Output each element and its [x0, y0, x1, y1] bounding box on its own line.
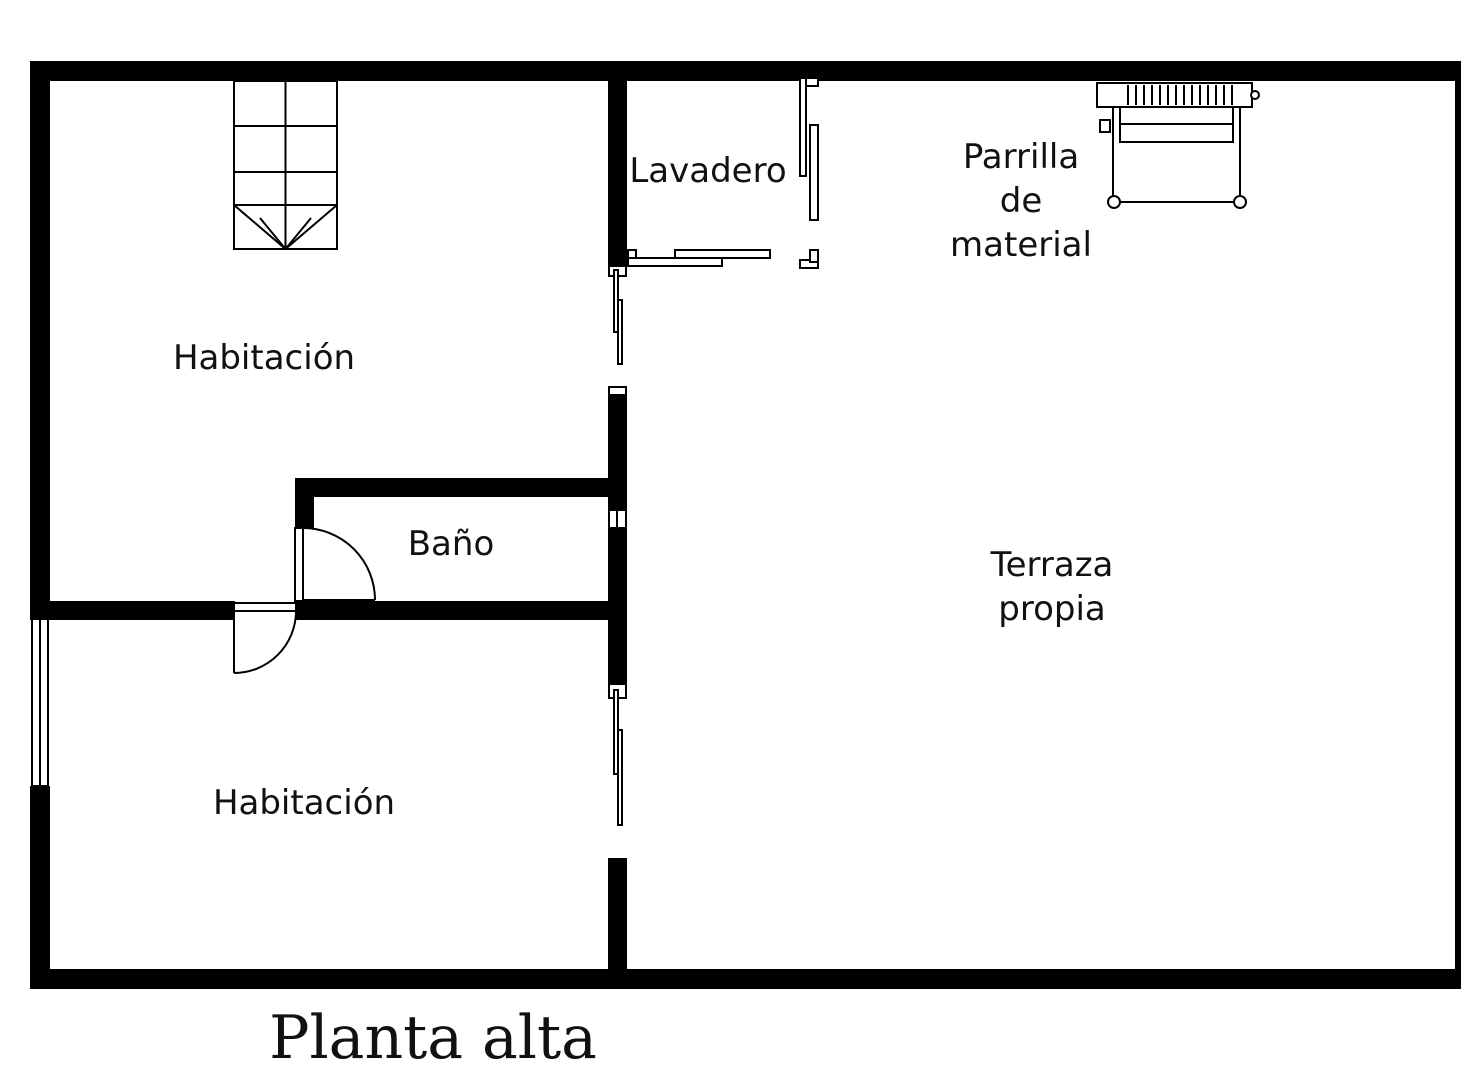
outer-wall-bottom	[30, 969, 1461, 989]
staircase	[233, 80, 338, 250]
bedroom-divider-left	[30, 601, 235, 620]
bedroom-divider-right	[296, 601, 620, 620]
central-wall-bottom	[608, 858, 627, 989]
bathroom-door	[294, 527, 376, 602]
laundry-fixtures	[627, 77, 819, 269]
plan-title: Planta alta	[269, 1003, 597, 1073]
grill-icon	[1096, 82, 1260, 209]
outer-wall-top	[30, 61, 1461, 81]
label-bathroom: Baño	[408, 524, 495, 564]
sliding-door-lower	[613, 689, 623, 826]
central-wall-top	[608, 61, 627, 266]
bathroom-wall-top	[295, 478, 620, 497]
label-grill-line1: Parrilla	[963, 137, 1079, 177]
sliding-door-upper	[613, 269, 623, 365]
outer-walls	[30, 61, 1461, 989]
label-terrace-line1: Terraza	[990, 545, 1114, 585]
window-left	[31, 603, 49, 787]
label-grill-line2: de	[1000, 181, 1043, 221]
label-bedroom-bottom: Habitación	[213, 783, 395, 823]
label-bedroom-top: Habitación	[173, 338, 355, 378]
bedroom-door	[233, 602, 297, 674]
bathroom-wall-left	[295, 478, 314, 528]
outer-wall-left-lower	[30, 786, 50, 989]
label-terrace-line2: propia	[998, 589, 1105, 629]
label-laundry: Lavadero	[629, 151, 786, 191]
label-grill-line3: material	[950, 225, 1092, 265]
outer-wall-left-upper	[30, 61, 50, 604]
outer-wall-right	[1455, 61, 1461, 989]
interior-walls	[30, 61, 627, 989]
